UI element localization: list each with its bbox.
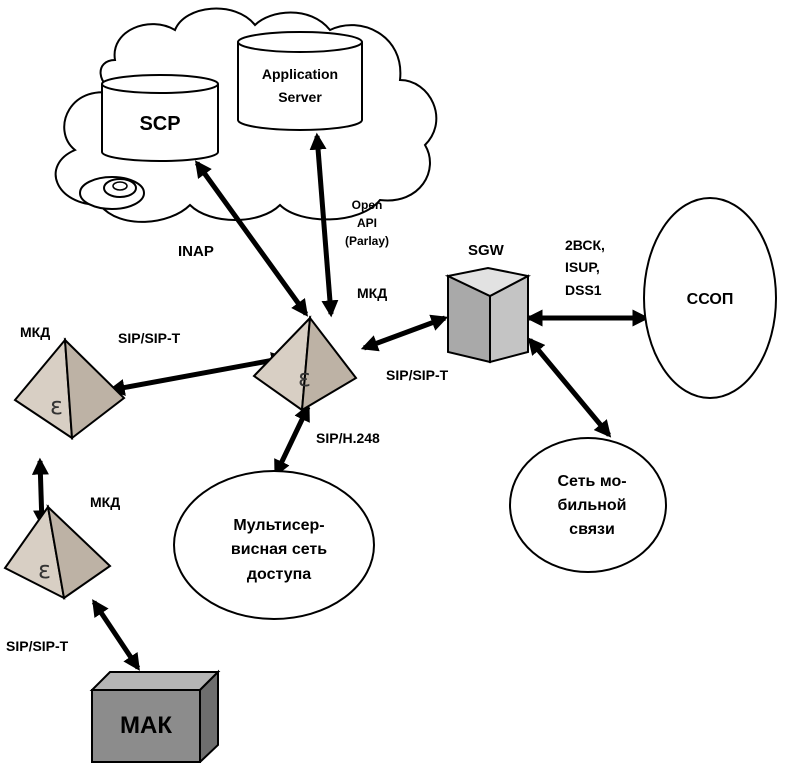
mobile-label-3: связи <box>569 521 615 538</box>
application-server-database: Application Server <box>237 31 363 131</box>
mkd-left-bottom-label: МКД <box>90 494 120 510</box>
open-api-link <box>309 132 339 318</box>
sgw-label: SGW <box>468 242 505 259</box>
mkd-center-label: МКД <box>357 285 387 301</box>
sgw-signalling-label-3: DSS1 <box>565 282 602 298</box>
mak-link <box>91 599 141 671</box>
mkd-pyramid-left-top: ε <box>13 337 126 440</box>
access-link <box>273 403 311 478</box>
connections <box>31 132 650 671</box>
mobile-link <box>527 337 612 438</box>
mkd-pyramid-left-bottom: ε <box>3 504 112 600</box>
sip-h248-label: SIP/H.248 <box>316 430 380 446</box>
mkd-left-top-label: МКД <box>20 324 50 340</box>
app-server-label-1: Application <box>262 66 338 82</box>
sgw-link <box>360 314 449 352</box>
sgw-gateway <box>444 266 531 364</box>
mkd-switch-icon: ε <box>298 364 311 392</box>
sip-t-center-left-label: SIP/SIP-T <box>118 330 181 346</box>
mkd-pyramid-center: ε <box>252 315 358 412</box>
sip-t-bottom-label: SIP/SIP-T <box>6 638 69 654</box>
access-label-1: Мультисер- <box>233 517 324 534</box>
open-api-label-2: API <box>357 216 377 230</box>
scp-label: SCP <box>139 113 180 135</box>
access-label-2: висная сеть <box>231 541 327 558</box>
access-label-3: доступа <box>247 566 311 583</box>
mkd-switch-icon: ε <box>38 556 51 584</box>
mak-label: МАК <box>120 712 172 739</box>
mobile-network: Сеть мо- бильной связи <box>509 437 667 573</box>
cloud-tail-icon <box>79 176 145 210</box>
ssop-label: ССОП <box>687 291 734 308</box>
mkd-vertical-link <box>31 457 51 528</box>
sgw-signalling-label-2: ISUP, <box>565 259 600 275</box>
mkd-mkd-link <box>107 352 289 396</box>
sip-t-center-right-label: SIP/SIP-T <box>386 367 449 383</box>
mobile-label-1: Сеть мо- <box>557 473 626 490</box>
mak-box: МАК <box>89 669 221 763</box>
ssop-network: ССОП <box>643 197 777 399</box>
sgw-signalling-label-1: 2ВСК, <box>565 237 605 253</box>
inap-label: INAP <box>178 243 214 260</box>
mobile-label-2: бильной <box>558 497 627 514</box>
open-api-label-3: (Parlay) <box>345 234 389 248</box>
access-network: Мультисер- висная сеть доступа <box>173 470 375 620</box>
inap-link <box>194 160 309 317</box>
open-api-label-1: Open <box>352 198 383 212</box>
scp-database: SCP <box>101 74 219 162</box>
app-server-label-2: Server <box>278 89 322 105</box>
mkd-switch-icon: ε <box>50 392 63 420</box>
